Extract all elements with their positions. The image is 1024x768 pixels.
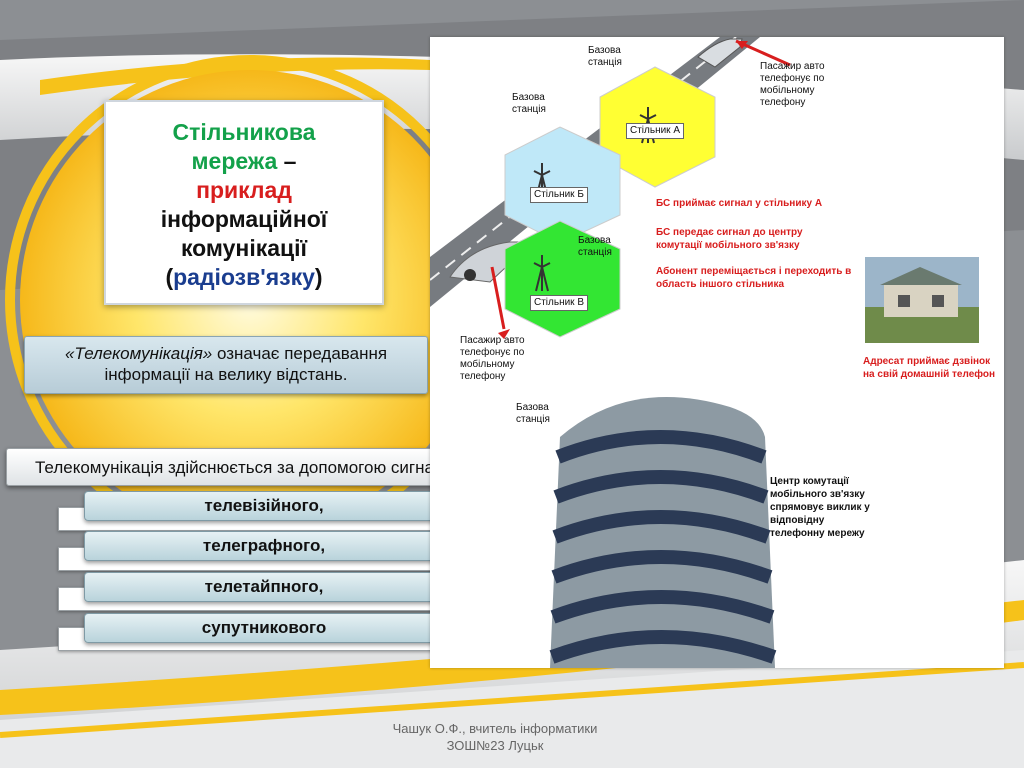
label-cell-a: Стільник А (626, 123, 684, 139)
list-item-telegraph: телеграфного, (84, 531, 444, 561)
title-word-informational: інформаційної (160, 206, 328, 232)
list-item-television: телевізійного, (84, 491, 444, 521)
label-passenger-left: Пасажир авто телефонує по мобільному тел… (460, 335, 525, 382)
list-item-teletype: телетайпного, (84, 572, 444, 602)
switching-tower-image (549, 397, 777, 668)
title-paren-close: ) (314, 264, 323, 290)
title-word-example: приклад (196, 177, 292, 203)
title-dash: – (277, 148, 297, 174)
label-base-station-top: Базова станція (588, 45, 622, 68)
title-paren-open: ( (165, 264, 174, 290)
footer-school: ЗОШ№23 Луцьк (446, 738, 544, 753)
cellular-diagram: Базова станція Базова станція Базова ста… (430, 37, 1004, 668)
title-word-network: мережа (191, 148, 278, 174)
label-step-2: БС передає сигнал до центру комутації мо… (656, 227, 803, 251)
label-step-1: БС приймає сигнал у стільнику А (656, 198, 823, 209)
title-word-communication: комунікації (180, 235, 308, 261)
title-word-radio: радіозв'язку (173, 264, 315, 290)
diagram-graphic (430, 37, 979, 668)
label-cell-b: Стільник Б (530, 187, 588, 203)
definition-box: «Телекомунікація» означає передавання ін… (24, 336, 428, 394)
title-word-cellular: Стільникова (172, 119, 316, 145)
label-base-station-left: Базова станція (512, 92, 546, 115)
label-base-station-green: Базова станція (578, 235, 612, 258)
footer-author: Чашук О.Ф., вчитель інформатики (392, 721, 598, 736)
label-base-station-bottom: Базова станція (516, 402, 550, 425)
footer: Чашук О.Ф., вчитель інформатики ЗОШ№23 Л… (360, 720, 630, 754)
label-passenger-top: Пасажир авто телефонує по мобільному тел… (760, 61, 825, 108)
definition-text: означає передавання інформації на велику… (104, 344, 388, 384)
list-item-satellite: супутникового (84, 613, 444, 643)
label-switch-center: Центр комутації мобільного зв'язку спрям… (770, 476, 870, 539)
label-addressee: Адресат приймає дзвінок на свій домашній… (863, 356, 996, 380)
label-step-3: Абонент переміщається і переходить в обл… (656, 266, 852, 290)
title-card: Стільникова мережа – приклад інформаційн… (104, 100, 384, 305)
label-cell-v: Стільник В (530, 295, 588, 311)
definition-term: «Телекомунікація» (64, 344, 213, 363)
antenna-icon (533, 107, 657, 292)
house-image (865, 257, 979, 343)
